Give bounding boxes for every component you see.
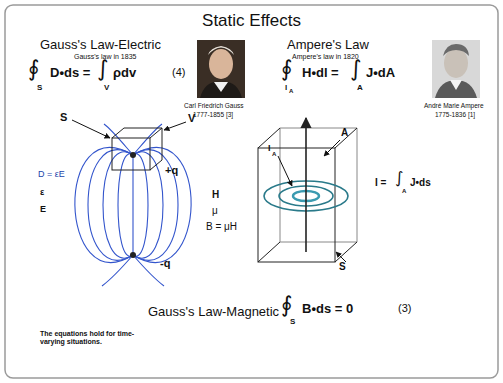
gaussian-cube (112, 128, 162, 170)
label-text: 1777-1855 [3] (193, 112, 233, 119)
dipole-field (75, 124, 191, 286)
gauss-portrait (209, 49, 233, 79)
label-text: B•ds = 0 (302, 302, 353, 315)
dipole-field (133, 124, 162, 155)
dipole-field (102, 255, 133, 286)
label-text: V (188, 113, 195, 124)
gauss-portrait (197, 40, 245, 98)
dipole-field (133, 152, 163, 258)
label-text: +q (165, 165, 178, 176)
dipole-field (133, 150, 178, 260)
label-text: J•ds (410, 178, 431, 188)
leader-line (324, 140, 340, 156)
label-text: A (289, 88, 293, 94)
current-arrow (305, 118, 307, 252)
label-text: The equations hold for time-varying situ… (40, 330, 152, 346)
label-text: Carl Friedrich Gauss (184, 103, 244, 110)
label-text: I = (375, 178, 386, 188)
ampere-portrait (432, 40, 480, 98)
dipole-field (104, 124, 133, 155)
label-text: μ (212, 206, 218, 216)
label-text: S (290, 318, 295, 326)
math-symbol: ∫ (395, 170, 403, 186)
label-text: -q (160, 258, 170, 269)
label-text: A (357, 84, 363, 92)
label-text: B = μH (206, 222, 237, 232)
dipole-field (103, 152, 133, 258)
gauss-portrait (197, 40, 245, 98)
ampere-portrait (450, 80, 462, 90)
ampere-portrait (444, 48, 468, 78)
label-text: Gauss's Law-Electric (40, 38, 161, 51)
dipole-field (133, 255, 164, 286)
label-text: S (60, 112, 67, 123)
dipole-field (75, 148, 133, 263)
label-text: 1775-1836 [1] (435, 112, 475, 119)
label-text: l (285, 84, 287, 92)
label-text: A (402, 188, 406, 194)
label-text: E (40, 205, 46, 214)
dipole-field (88, 150, 133, 260)
leader-line (72, 120, 110, 138)
ampere-portrait (435, 80, 477, 98)
label-text: Ampere's law in 1820 (292, 53, 359, 60)
label-text: I (268, 144, 271, 153)
ampere-portrait (432, 40, 480, 98)
charge-positive (130, 152, 136, 158)
label-text: Gauss's Law-Magnetic (148, 305, 279, 318)
label-text: H•dl = (302, 66, 339, 79)
label-text: S (339, 262, 346, 272)
gauss-portrait (214, 82, 228, 92)
gaussian-cube (112, 138, 150, 170)
label-text: D•ds = (50, 66, 90, 79)
label-text: Ampere's Law (287, 38, 369, 51)
label-text: V (104, 84, 109, 92)
label-text: S (37, 84, 42, 92)
ampere-cube (258, 148, 335, 262)
dipole-field (133, 148, 191, 263)
label-text: A (272, 151, 276, 157)
label-text: ε (40, 188, 44, 197)
dipole-field (118, 154, 133, 256)
leader-line (278, 156, 292, 186)
label-text: ρdv (113, 66, 136, 79)
ampere-cube (258, 128, 357, 262)
math-symbol: ∮ (281, 294, 292, 316)
label-text: A (341, 128, 348, 138)
label-text: D = εE (38, 170, 65, 179)
slide-frame (5, 5, 498, 378)
math-symbol: ∮ (28, 58, 39, 80)
math-symbol: ∮ (281, 58, 292, 80)
math-symbol: ∫ (350, 58, 361, 80)
gaussian-cube (112, 128, 162, 170)
leader-line (164, 122, 186, 130)
label-text: H (212, 190, 219, 200)
dipole-field (133, 154, 148, 256)
ampere-cube (258, 128, 357, 262)
label-text: André Marie Ampere (424, 103, 484, 110)
label-text: (3) (398, 303, 411, 314)
slide-title: Static Effects (0, 12, 503, 29)
label-text: J•dA (366, 66, 395, 79)
gauss-portrait (208, 46, 234, 55)
math-symbol: ∫ (97, 58, 108, 80)
leader-line (336, 252, 346, 262)
ampere-portrait (443, 44, 469, 56)
gauss-portrait (200, 82, 242, 98)
charge-negative (130, 252, 136, 258)
label-text: (4) (172, 67, 185, 78)
